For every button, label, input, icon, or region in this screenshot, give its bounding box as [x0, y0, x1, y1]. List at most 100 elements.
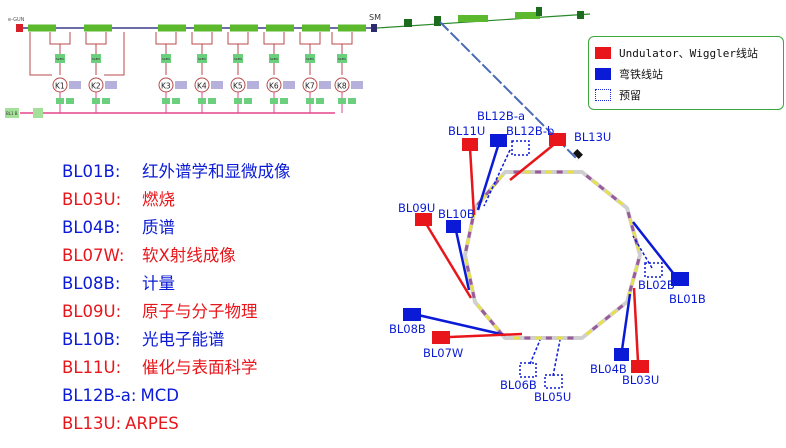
- label-bl01b: BL01B: [669, 292, 706, 306]
- ring-magnet: [470, 285, 475, 292]
- egun-box: [16, 24, 23, 32]
- ring-magnet: [524, 170, 531, 174]
- sled-label: SLED: [270, 57, 278, 61]
- driver-box: [5, 108, 19, 118]
- ring-magnet: [556, 336, 563, 340]
- bl03u-station: [631, 360, 649, 373]
- driver-box-2: [33, 108, 43, 118]
- bl04b-line: [620, 293, 632, 351]
- beamline-list-item: BL08B:计量: [62, 270, 291, 298]
- modulator-box: [351, 81, 363, 89]
- transport-magnet-5: [536, 7, 542, 16]
- ring-magnets: [464, 170, 641, 340]
- bl12bb-station: [511, 140, 530, 156]
- sled-box: [305, 54, 315, 63]
- klystron-label: K1: [55, 82, 65, 91]
- ring-magnet: [470, 218, 475, 225]
- bl11u-station: [462, 138, 478, 151]
- small-module: [208, 98, 216, 104]
- ring-magnet: [610, 194, 618, 201]
- label-bl09u: BL09U: [398, 201, 435, 215]
- egun-label: e-GUN: [8, 17, 25, 23]
- beamline-labels: BL12B-a BL11U BL12B-b BL13U BL09U BL10B …: [389, 109, 706, 404]
- ring-magnet: [524, 336, 531, 340]
- beamline-code: BL07W:: [62, 246, 125, 265]
- injection-line: [439, 21, 579, 161]
- beamline-list-item: BL01B:红外谱学和显微成像: [62, 158, 291, 186]
- bl07w-station: [432, 331, 450, 344]
- beamline-code: BL11U:: [62, 358, 122, 377]
- bl01b-station: [671, 272, 689, 286]
- bl06b-line: [529, 339, 541, 365]
- ring-magnet: [630, 278, 635, 286]
- bl10b-line: [453, 225, 471, 291]
- bl06b-station: [519, 362, 537, 378]
- bl07w-line: [449, 332, 523, 339]
- transport-magnet-3: [458, 15, 488, 22]
- bl02b-line: [632, 235, 653, 269]
- beamlines: [403, 133, 689, 389]
- modulator-box: [247, 81, 259, 89]
- bl02b-station: [644, 262, 663, 278]
- legend-item-undulator: Undulator、Wiggler线站: [595, 42, 777, 63]
- sled-label: SLED: [92, 57, 100, 61]
- legend-label-undulator: Undulator、Wiggler线站: [619, 46, 758, 60]
- bl05u-station: [544, 374, 563, 389]
- modulator-box: [105, 81, 117, 89]
- ring-magnet: [635, 244, 641, 252]
- beamline-code: BL08B:: [62, 274, 121, 293]
- small-module: [280, 98, 288, 104]
- legend-swatch-bend: [595, 67, 611, 80]
- ring-magnet: [513, 170, 520, 174]
- injection-magnet: [573, 149, 583, 159]
- accelerating-section: [338, 24, 366, 32]
- accelerating-section: [194, 24, 222, 32]
- label-bl06b: BL06B: [500, 378, 537, 392]
- legend-label-bend: 弯铁线站: [619, 67, 663, 81]
- small-module: [198, 98, 206, 104]
- bl12ba-station: [490, 134, 507, 147]
- ring-magnet: [465, 238, 470, 245]
- small-module: [270, 98, 278, 104]
- small-module: [102, 98, 110, 104]
- label-bl11u: BL11U: [448, 124, 485, 138]
- label-bl13u: BL13U: [574, 130, 611, 144]
- bl03u-line: [632, 287, 640, 363]
- sled-label: SLED: [198, 57, 206, 61]
- small-module: [348, 98, 356, 104]
- sled-box: [91, 54, 101, 63]
- ring-magnet: [567, 170, 574, 174]
- ring-magnet: [591, 179, 599, 186]
- ring-magnet: [467, 271, 472, 279]
- waveguide: [331, 32, 353, 75]
- waveguide: [299, 32, 321, 75]
- ring-magnet: [480, 309, 487, 316]
- klystron-network: SLEDK1SLEDK2SLEDK3SLEDK4SLEDK5SLEDK6SLED…: [29, 32, 363, 113]
- sled-label: SLED: [306, 57, 314, 61]
- klystron-label: K5: [233, 82, 243, 91]
- accelerating-section: [266, 24, 294, 32]
- klystron-label: K3: [161, 82, 171, 91]
- label-bl02b: BL02B: [638, 278, 675, 292]
- ring-magnet: [493, 324, 500, 331]
- ring-magnet: [633, 265, 639, 272]
- linac-schematic: e-GUN SM SLEDK1SLEDK2SLEDK3SLEDK4SLEDK5S…: [5, 7, 591, 161]
- ring-magnet: [465, 265, 470, 272]
- bl10b-station: [446, 220, 461, 233]
- small-module: [316, 98, 324, 104]
- ring-magnet: [545, 170, 552, 174]
- sled-box: [197, 54, 207, 63]
- label-bl12bb: BL12B-b: [506, 124, 554, 138]
- beamline-list: BL01B:红外谱学和显微成像 BL03U:燃烧 BL04B:质谱 BL07W:…: [62, 158, 291, 438]
- ring-magnet: [567, 336, 574, 340]
- beamline-list-item: BL07W:软X射线成像: [62, 242, 291, 270]
- accelerating-section: [28, 24, 56, 32]
- label-bl05u: BL05U: [534, 390, 571, 404]
- ring-magnet: [616, 199, 624, 206]
- waveguide: [191, 32, 213, 75]
- ring-magnet: [535, 170, 542, 174]
- label-bl04b: BL04B: [590, 362, 627, 376]
- ring-magnet: [468, 224, 473, 232]
- bl09u-line: [423, 221, 473, 299]
- small-module: [172, 98, 180, 104]
